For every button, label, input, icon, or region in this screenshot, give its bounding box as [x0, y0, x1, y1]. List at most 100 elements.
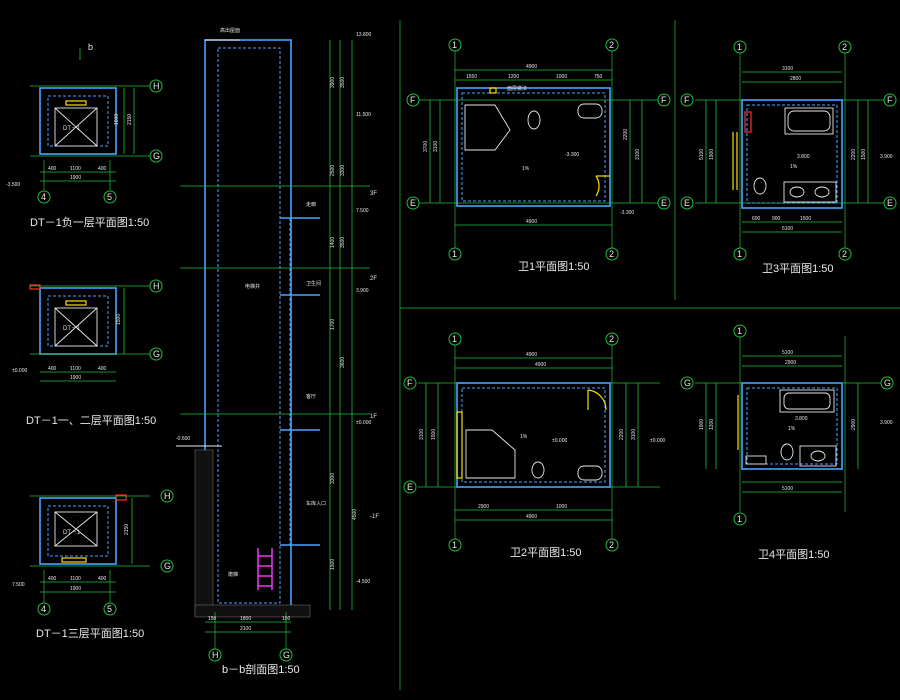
svg-text:1500: 1500	[114, 114, 120, 125]
svg-text:1800: 1800	[240, 616, 251, 622]
svg-text:2200: 2200	[623, 129, 629, 140]
svg-text:2: 2	[609, 40, 614, 50]
svg-text:4900: 4900	[535, 362, 546, 368]
svg-text:4900: 4900	[526, 514, 537, 520]
svg-text:400: 400	[48, 576, 57, 582]
svg-text:1200: 1200	[508, 74, 519, 80]
svg-text:爬梯: 爬梯	[228, 571, 238, 578]
svg-text:1550: 1550	[466, 74, 477, 80]
dt-first-plan: DT－1 H G 400 1100 400 1900 ±0.000 1500 D…	[12, 279, 163, 427]
svg-text:1: 1	[452, 540, 457, 550]
svg-text:G: G	[153, 349, 160, 359]
svg-text:1100: 1100	[70, 166, 81, 172]
svg-text:G: G	[283, 650, 290, 660]
svg-text:车库入口: 车库入口	[306, 500, 326, 507]
svg-text:3100: 3100	[631, 429, 637, 440]
svg-text:G: G	[884, 378, 891, 388]
svg-text:2900: 2900	[785, 360, 796, 366]
axis-bubble	[149, 149, 163, 163]
svg-text:3100: 3100	[635, 149, 641, 160]
svg-text:1%: 1%	[522, 166, 530, 172]
svg-text:F: F	[661, 95, 667, 105]
svg-text:400: 400	[98, 166, 107, 172]
svg-text:3900: 3900	[330, 77, 336, 88]
svg-text:1100: 1100	[70, 576, 81, 582]
svg-text:3500: 3500	[340, 237, 346, 248]
svg-text:1500: 1500	[861, 149, 867, 160]
axis-bubble	[149, 79, 163, 93]
svg-text:3300: 3300	[340, 165, 346, 176]
svg-text:2: 2	[609, 249, 614, 259]
svg-text:3100: 3100	[433, 141, 439, 152]
svg-text:-3.300: -3.300	[565, 152, 579, 158]
svg-text:H: H	[153, 81, 160, 91]
svg-text:2100: 2100	[240, 626, 251, 632]
svg-text:F: F	[410, 95, 416, 105]
svg-text:2900: 2900	[478, 504, 489, 510]
svg-text:-3.500: -3.500	[6, 182, 20, 188]
svg-text:3700: 3700	[423, 141, 429, 152]
svg-text:4900: 4900	[526, 64, 537, 70]
svg-text:2900: 2900	[851, 419, 857, 430]
svg-text:1400: 1400	[330, 237, 336, 248]
svg-text:1500: 1500	[431, 429, 437, 440]
svg-text:1100: 1100	[70, 366, 81, 372]
wc4-plan: 1 1 G G 5100 2900 5100 1900 1200 2900 3.…	[680, 324, 894, 561]
svg-text:±0.000: ±0.000	[650, 438, 665, 444]
svg-text:1200: 1200	[709, 419, 715, 430]
svg-text:±0.000: ±0.000	[356, 420, 371, 426]
svg-text:E: E	[661, 198, 667, 208]
svg-text:E: E	[684, 198, 690, 208]
svg-text:5100: 5100	[699, 149, 705, 160]
svg-text:900: 900	[772, 216, 781, 222]
svg-text:-1F: -1F	[370, 514, 379, 520]
svg-text:2500: 2500	[330, 165, 336, 176]
svg-text:1%: 1%	[520, 434, 528, 440]
svg-text:2800: 2800	[790, 76, 801, 82]
svg-text:11.500: 11.500	[356, 112, 371, 118]
svg-text:400: 400	[98, 366, 107, 372]
svg-text:G: G	[164, 561, 171, 571]
svg-text:5100: 5100	[782, 226, 793, 232]
svg-text:3100: 3100	[419, 429, 425, 440]
svg-text:1900: 1900	[70, 375, 81, 381]
svg-text:1900: 1900	[70, 586, 81, 592]
svg-text:-0.600: -0.600	[176, 436, 190, 442]
wc3-plan: 1 2 1 2 F E F E 3100 2800 600 900 1500 5…	[680, 40, 897, 275]
svg-text:走廊: 走廊	[306, 201, 316, 208]
dt-third-plan: DT－1 H G 4 5 400 1100 400 1900 7.500 215…	[12, 489, 174, 640]
svg-text:E: E	[410, 198, 416, 208]
svg-text:卫生间: 卫生间	[306, 280, 321, 287]
svg-text:1: 1	[737, 249, 742, 259]
svg-text:2: 2	[842, 249, 847, 259]
svg-text:3300: 3300	[330, 473, 336, 484]
svg-text:电梯井: 电梯井	[245, 283, 260, 290]
svg-text:3F: 3F	[370, 191, 377, 197]
drawing-title: 卫1平面图1:50	[518, 260, 590, 273]
svg-text:1500: 1500	[330, 559, 336, 570]
drawing-title: b－b剖面图1:50	[222, 662, 300, 676]
svg-text:400: 400	[98, 576, 107, 582]
wc2-plan: 1 2 1 2 F E 4900 4900 2900 1000 4900 310…	[403, 332, 665, 559]
svg-text:-3.300: -3.300	[620, 210, 634, 216]
svg-text:7.500: 7.500	[12, 582, 25, 588]
svg-text:2200: 2200	[619, 429, 625, 440]
svg-text:1900: 1900	[70, 175, 81, 181]
svg-text:7.500: 7.500	[356, 208, 369, 214]
svg-text:3100: 3100	[782, 66, 793, 72]
svg-text:1%: 1%	[790, 164, 798, 170]
svg-text:3.900: 3.900	[356, 288, 369, 294]
svg-text:1: 1	[452, 40, 457, 50]
svg-text:F: F	[887, 95, 893, 105]
svg-text:1%: 1%	[788, 426, 796, 432]
svg-text:5: 5	[107, 192, 112, 202]
svg-text:150: 150	[208, 616, 217, 622]
section-mark: b	[88, 42, 93, 52]
car-label: DT－1	[63, 126, 81, 132]
svg-text:1F: 1F	[370, 414, 377, 420]
svg-text:1: 1	[737, 514, 742, 524]
svg-text:1500: 1500	[800, 216, 811, 222]
svg-text:5: 5	[107, 604, 112, 614]
svg-text:F: F	[407, 378, 413, 388]
svg-text:-4.500: -4.500	[356, 579, 370, 585]
